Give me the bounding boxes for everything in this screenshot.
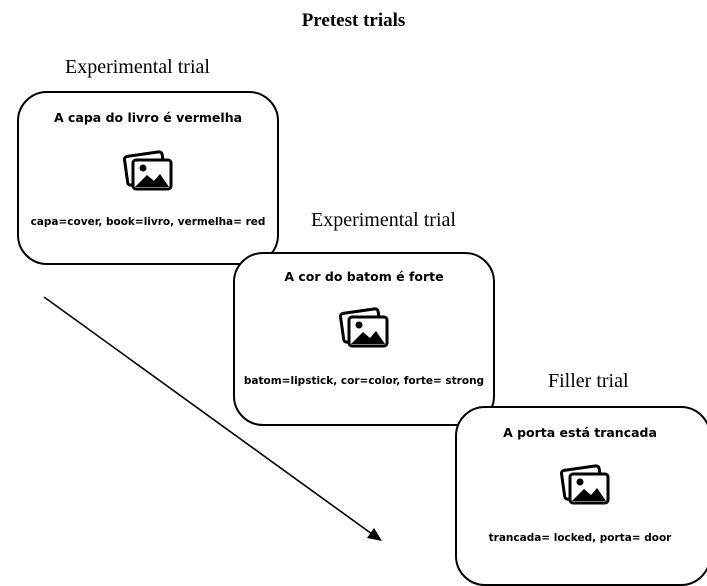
trial-gloss: batom=lipstick, cor=color, forte= strong	[243, 375, 485, 387]
trial-sentence: A porta está trancada	[503, 425, 657, 440]
trial-label-2: Experimental trial	[311, 209, 456, 231]
trial-gloss: trancada= locked, porta= door	[488, 532, 672, 544]
trial-sentence: A cor do batom é forte	[284, 269, 444, 284]
image-icon	[560, 464, 610, 505]
image-icon	[123, 150, 173, 191]
trial-gloss: capa=cover, book=livro, vermelha= red	[30, 216, 266, 228]
trial-card-2: A cor do batom é forte batom=lipstick, c…	[233, 252, 495, 426]
trial-label-3: Filler trial	[548, 370, 629, 392]
trial-card-3: A porta está trancada trancada= locked, …	[455, 406, 707, 586]
trial-card-1: A capa do livro é vermelha capa=cover, b…	[17, 91, 279, 265]
trial-label-1: Experimental trial	[65, 56, 210, 78]
trial-sentence: A capa do livro é vermelha	[53, 110, 243, 125]
diagram-title: Pretest trials	[301, 10, 406, 31]
image-icon	[339, 307, 389, 348]
